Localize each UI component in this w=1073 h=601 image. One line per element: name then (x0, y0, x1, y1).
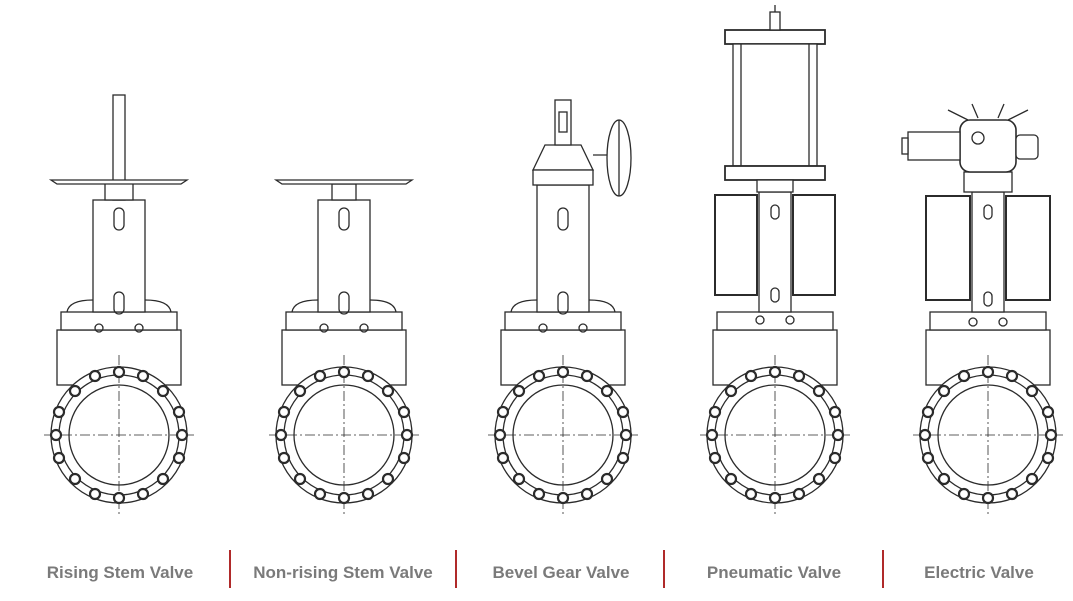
caption-separator (229, 550, 231, 588)
valve-body (700, 311, 850, 515)
caption-non-rising-stem-valve: Non-rising Stem Valve (253, 563, 433, 582)
pneumatic-cylinder (724, 5, 826, 193)
bevel-gear-valve-drawing (488, 99, 638, 515)
valve-body (44, 311, 194, 515)
handwheel (48, 94, 190, 201)
guard-plates (714, 191, 836, 325)
yoke (66, 199, 172, 333)
rising-stem-valve-drawing (44, 94, 194, 515)
caption-separator (663, 550, 665, 588)
caption-separator (882, 550, 884, 588)
electric-valve-drawing (901, 103, 1063, 515)
bolt-circle (49, 365, 189, 505)
bolt-circle (274, 365, 414, 505)
non-rising-stem-valve-drawing (269, 179, 419, 515)
caption-pneumatic-valve: Pneumatic Valve (706, 563, 842, 582)
valve-body (488, 311, 638, 515)
bolt-circle (918, 365, 1058, 505)
valve-body (269, 311, 419, 515)
bolt-circle (493, 365, 633, 505)
valve-drawings (44, 5, 1063, 515)
bolt-circle (705, 365, 845, 505)
caption-bevel-gear-valve: Bevel Gear Valve (492, 563, 630, 582)
valve-body (913, 311, 1063, 515)
caption-rising-stem-valve: Rising Stem Valve (46, 563, 194, 582)
yoke (510, 184, 616, 333)
caption-separator (455, 550, 457, 588)
bevel-gearbox (531, 99, 632, 197)
electric-actuator (901, 103, 1039, 193)
caption-row: Rising Stem Valve Non-rising Stem Valve … (0, 548, 1073, 598)
guard-plates (925, 191, 1051, 327)
handwheel (273, 179, 415, 201)
caption-electric-valve: Electric Valve (924, 563, 1034, 582)
pneumatic-valve-drawing (700, 5, 850, 515)
